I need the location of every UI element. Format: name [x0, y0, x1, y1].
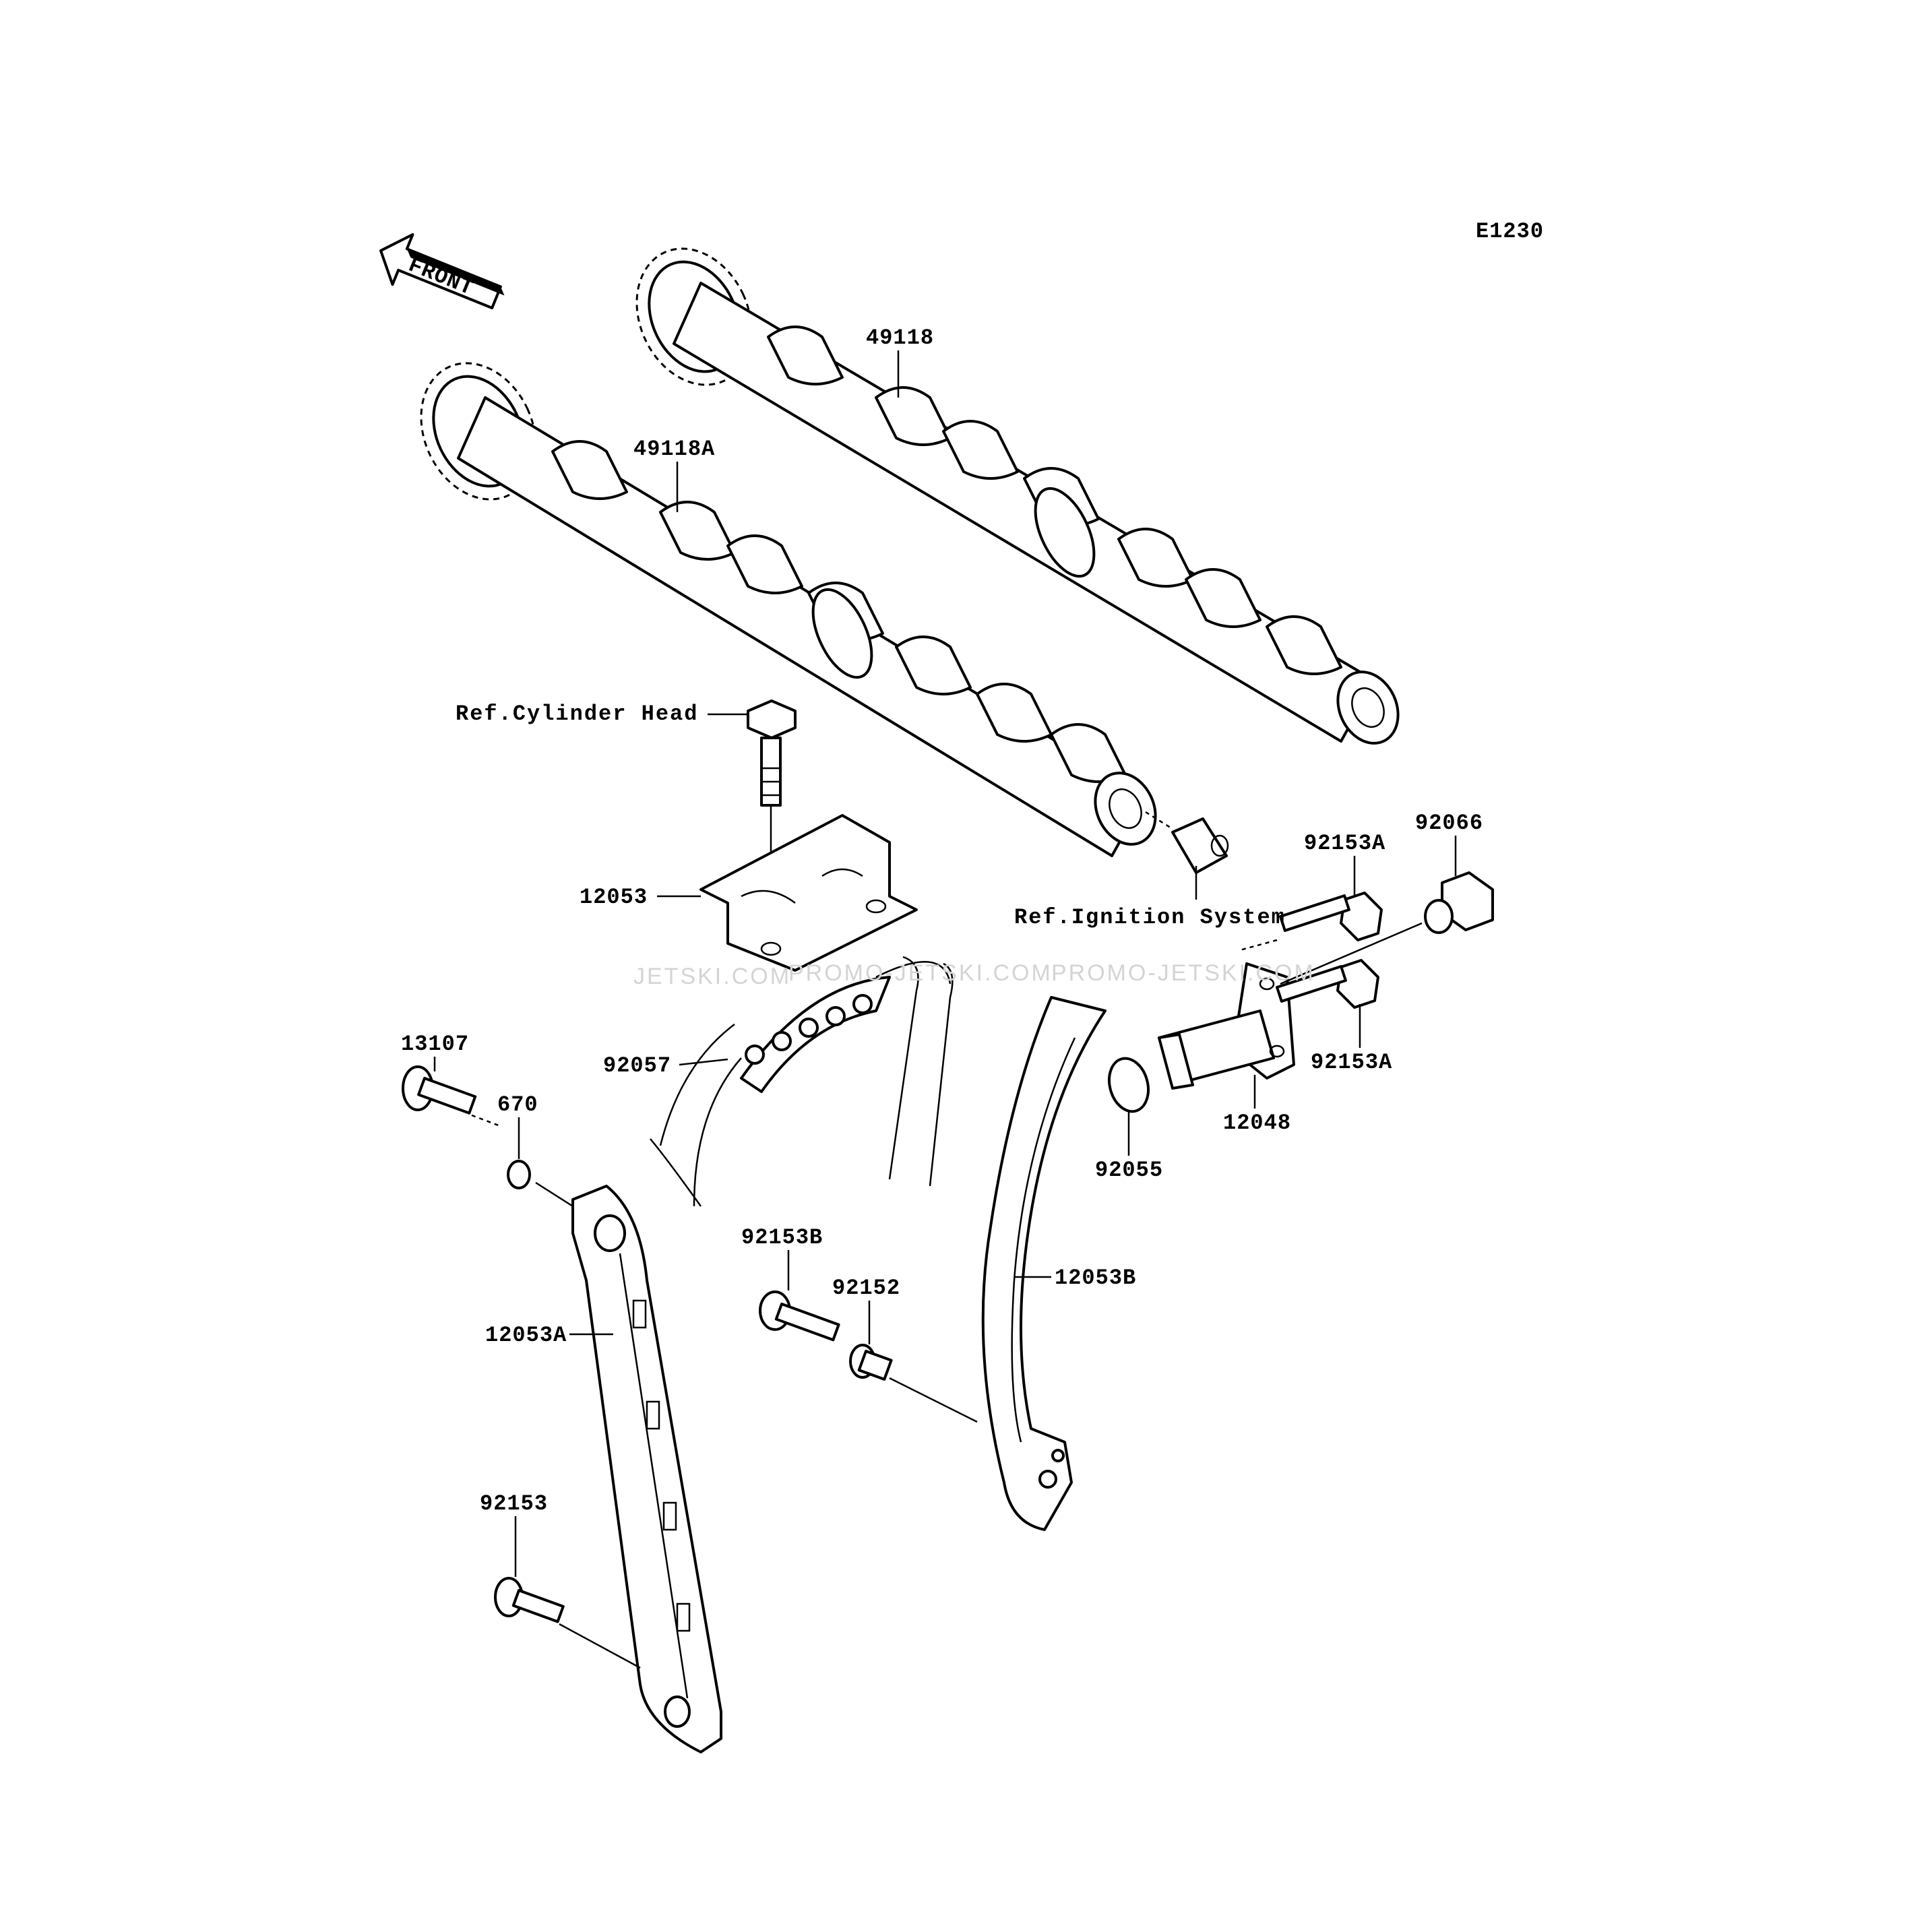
bolt-13107: [402, 1065, 503, 1128]
front-arrow-icon: FRONT: [379, 232, 505, 310]
timing-chain-92057[interactable]: [650, 956, 954, 1207]
plug-92066: [1280, 871, 1494, 985]
front-arrow-label: FRONT: [405, 253, 478, 301]
bolt-92153: [494, 1577, 641, 1669]
bolt-92153B: [759, 1290, 840, 1342]
diagram-id: E1230: [1476, 219, 1544, 244]
o-ring-670: [507, 1160, 531, 1189]
label-92153: 92153: [480, 1491, 548, 1516]
label-92153A-top: 92153A: [1304, 831, 1385, 856]
watermark-1: JETSKI.COM: [633, 964, 791, 989]
label-670: 670: [497, 1092, 538, 1117]
camshaft-49118A[interactable]: [400, 344, 1166, 857]
chain-guide-12053B[interactable]: [981, 996, 1107, 1531]
label-92152: 92152: [832, 1276, 900, 1301]
label-12053A: 12053A: [485, 1323, 567, 1348]
label-12048: 12048: [1223, 1111, 1291, 1135]
label-13107: 13107: [401, 1032, 469, 1057]
camshaft-49118[interactable]: [615, 230, 1409, 753]
chain-guide-12053A[interactable]: [571, 1185, 722, 1753]
label-92066: 92066: [1415, 811, 1483, 836]
label-12053: 12053: [580, 885, 648, 910]
bolt-cylinder-head: [747, 699, 797, 950]
label-12053B: 12053B: [1055, 1266, 1136, 1290]
bolt-92153A-top: [1239, 892, 1383, 952]
chain-guide-12053[interactable]: [699, 814, 918, 972]
label-92153A-bottom: 92153A: [1311, 1050, 1392, 1075]
watermark-2: PROMO-JETSKI.COM: [788, 960, 1053, 986]
bolt-92153A-bottom: [1276, 959, 1379, 1009]
ignition-rotor: [1145, 811, 1229, 874]
label-49118A: 49118A: [633, 437, 715, 462]
label-92153B: 92153B: [741, 1225, 823, 1250]
ref-cylinder-head: Ref.Cylinder Head: [456, 702, 698, 726]
watermark-3: PROMO-JETSKI.COM: [1051, 960, 1315, 986]
collar-92152: [849, 1344, 978, 1423]
gasket-92055: [1108, 1057, 1150, 1113]
label-49118: 49118: [866, 325, 934, 350]
ref-ignition-system: Ref.Ignition System: [1014, 905, 1286, 930]
label-92055: 92055: [1095, 1158, 1163, 1183]
label-92057: 92057: [603, 1053, 671, 1078]
